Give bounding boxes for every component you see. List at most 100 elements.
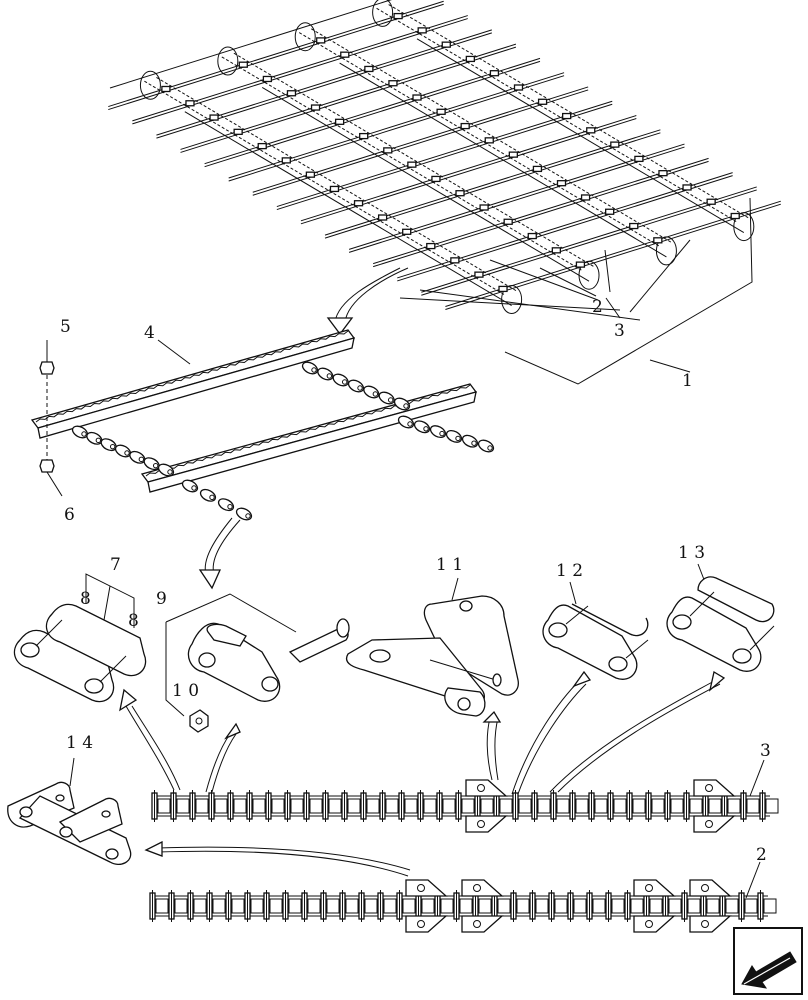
callout-6: 6 <box>64 505 75 525</box>
conveyor-attachment <box>286 90 297 97</box>
slat-chain-pin <box>455 435 461 442</box>
callout-12: 1 2 <box>556 561 583 581</box>
chain-roller <box>689 798 703 814</box>
leader-lines-top <box>399 197 753 385</box>
conveyor-attachment <box>305 171 316 178</box>
chain-tab-hole <box>473 884 481 892</box>
conveyor-slat-highlight <box>180 46 517 153</box>
chain-roller <box>383 898 397 914</box>
chain-roller <box>385 798 399 814</box>
conveyor-attachment <box>586 127 596 134</box>
callout-3: 3 <box>614 321 625 341</box>
conveyor-attachment <box>460 122 470 130</box>
conveyor-slat-highlight <box>156 32 492 139</box>
conveyor-attachment <box>527 232 537 240</box>
conveyor-slat <box>373 157 709 265</box>
slat-chain-link <box>445 429 463 443</box>
callout-1: 1 <box>682 371 693 391</box>
conveyor-return-run <box>261 86 590 282</box>
chain-roller <box>649 898 663 914</box>
chain-attachment-tab <box>465 779 508 797</box>
conveyor-slat-highlight <box>204 60 541 168</box>
callout-7: 7 <box>110 555 121 575</box>
conveyor-top-rail <box>109 0 392 89</box>
conveyor-attachment <box>532 165 543 173</box>
conveyor-attachment <box>340 51 350 58</box>
chain-roller <box>212 898 226 914</box>
callout-9: 9 <box>156 589 167 609</box>
slat-chain-link <box>181 479 199 493</box>
chain-roller <box>423 798 437 814</box>
chain-roller <box>233 798 247 814</box>
chain-roller <box>670 798 684 814</box>
chain-roller <box>326 898 340 914</box>
chain-roller <box>499 798 513 814</box>
conveyor-chain-strand <box>156 76 518 293</box>
conveyor-attachment <box>310 104 321 111</box>
conveyor-slat-highlight <box>252 89 589 196</box>
conveyor-attachment <box>426 242 436 250</box>
chain-roller <box>763 898 777 914</box>
bolt-and-nut <box>39 340 63 497</box>
conveyor-slat <box>300 115 637 222</box>
conveyor-slat <box>252 86 589 193</box>
slat-chain-link <box>235 507 253 521</box>
chain-roller <box>497 898 511 914</box>
chain-roller <box>290 798 304 814</box>
slat-chain-pin <box>471 440 477 446</box>
slat-chain-link <box>461 434 479 448</box>
chain-roller <box>404 798 418 814</box>
chain-attachment-tab <box>689 915 732 933</box>
chain-attachment-tab <box>693 815 736 833</box>
chain-2-side-view <box>149 879 777 933</box>
slat-chain-link <box>301 361 319 375</box>
conveyor-attachment <box>412 94 422 101</box>
conveyor-slat <box>348 143 685 250</box>
chain-attachment-tab <box>405 879 448 897</box>
slat-chain-pin <box>167 469 173 475</box>
chain-roller <box>347 798 361 814</box>
slat-chain-pin <box>403 403 409 409</box>
conveyor-attachment <box>730 212 740 220</box>
conveyor-attachment <box>359 132 369 140</box>
callout-11: 1 1 <box>436 555 463 575</box>
slat-chain-pin <box>95 437 102 444</box>
chain-roller <box>364 898 378 914</box>
slat-chain-link <box>378 391 395 405</box>
connecting-link-12 <box>542 581 649 680</box>
conveyor-slat <box>421 186 757 293</box>
conveyor-attachment <box>682 184 692 191</box>
conveyor-attachment <box>257 142 267 150</box>
chain-roller <box>442 798 456 814</box>
slat-chains <box>71 361 495 521</box>
slat-chain-link <box>413 420 431 434</box>
slat-bars-detail <box>30 329 495 521</box>
callout-14: 1 4 <box>66 733 93 753</box>
chain-roller <box>440 898 454 914</box>
chain-roller <box>611 898 625 914</box>
callout-10: 1 0 <box>172 681 199 701</box>
slat-chain-link <box>429 425 447 439</box>
conveyor-slat <box>180 43 517 150</box>
chain-roller <box>687 898 701 914</box>
chain-roller <box>535 898 549 914</box>
chain-roller <box>250 898 264 914</box>
chain-roller <box>231 898 245 914</box>
conveyor-attachment <box>417 27 427 34</box>
conveyor-attachment <box>484 137 494 144</box>
chain-roller <box>193 898 207 914</box>
conveyor-chain-loop <box>372 0 394 27</box>
connecting-link-7 <box>13 573 147 703</box>
conveyor-chain-loop <box>139 70 161 100</box>
conveyor-attachment <box>658 170 668 177</box>
previous-page-arrow-icon[interactable] <box>733 927 803 995</box>
slat-chain-pin <box>109 443 116 450</box>
conveyor-attachment <box>383 147 393 154</box>
slat-chain-pin <box>245 513 251 519</box>
conveyor-attachment <box>431 175 441 183</box>
callout-13: 1 3 <box>678 543 705 563</box>
conveyor-attachment <box>479 204 489 211</box>
slat-chain-link <box>347 379 365 393</box>
chain-tab-hole <box>701 884 709 892</box>
conveyor-attachment <box>436 108 446 115</box>
